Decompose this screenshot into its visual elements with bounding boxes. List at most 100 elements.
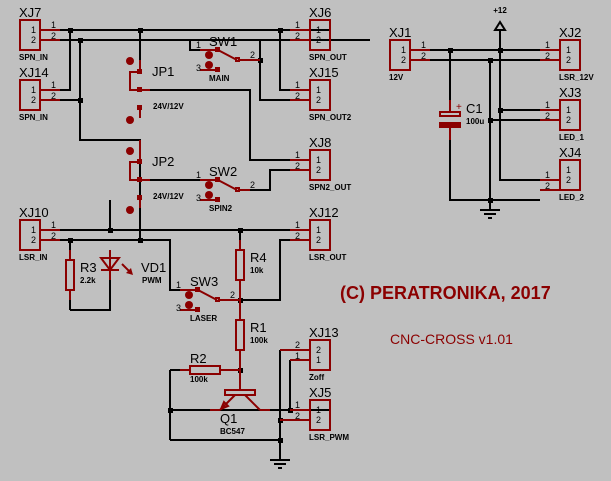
- xj3-value: LED_1: [559, 133, 584, 142]
- ground-symbol-laser: [270, 459, 290, 469]
- svg-text:2: 2: [31, 95, 36, 105]
- xj6-value: SPN_OUT: [309, 53, 347, 62]
- svg-text:2: 2: [51, 231, 56, 241]
- resistor-r1[interactable]: R1 100k: [235, 300, 268, 370]
- connector-xj2[interactable]: 12 12 XJ2 LSR_12V: [540, 25, 594, 82]
- svg-text:1: 1: [196, 40, 201, 50]
- sw3-ref: SW3: [190, 274, 218, 289]
- connector-xj8[interactable]: 12 12 XJ8 SPN2_OUT: [290, 135, 351, 192]
- arrow-down-icon: [205, 191, 213, 199]
- xj1-ref: XJ1: [389, 25, 411, 40]
- connector-xj4[interactable]: 12 12 XJ4 LED_2: [540, 145, 584, 202]
- resistor-r3[interactable]: R3 2.2k: [65, 240, 97, 310]
- svg-text:2: 2: [295, 340, 300, 350]
- wire-xj15-1: [279, 30, 290, 91]
- connector-xj10[interactable]: 12 12 XJ10 LSR_IN: [19, 205, 60, 262]
- svg-text:2: 2: [295, 161, 300, 171]
- svg-text:2: 2: [401, 55, 406, 65]
- c1-polarity: +: [456, 102, 462, 113]
- transistor-q1[interactable]: Q1 BC547: [210, 370, 270, 436]
- svg-text:1: 1: [51, 220, 56, 230]
- jumper-jp1[interactable]: JP1 24V/12V: [126, 57, 184, 124]
- sw1-value: MAIN: [209, 74, 230, 83]
- xj13-value: Zoff: [309, 373, 324, 382]
- power-arrow-icon: [493, 20, 507, 31]
- switch-sw3[interactable]: 123 SW3 LASER: [176, 274, 240, 323]
- svg-text:2: 2: [566, 115, 571, 125]
- xj8-value: SPN2_OUT: [309, 183, 351, 192]
- svg-text:1: 1: [31, 85, 36, 95]
- jumper-jp2[interactable]: JP2 24V/12V: [126, 140, 184, 214]
- svg-text:3: 3: [196, 193, 201, 203]
- xj1-value: 12V: [389, 73, 404, 82]
- svg-text:1: 1: [401, 45, 406, 55]
- svg-text:1: 1: [196, 170, 201, 180]
- svg-text:2: 2: [566, 55, 571, 65]
- r2-ref: R2: [190, 351, 207, 366]
- arrow-up-icon: [205, 51, 213, 59]
- xj13-ref: XJ13: [309, 325, 339, 340]
- svg-text:2: 2: [51, 31, 56, 41]
- capacitor-c1[interactable]: + C1 100u: [439, 100, 484, 140]
- connector-xj12[interactable]: 12 12 XJ12 LSR_OUT: [290, 205, 346, 262]
- svg-text:2: 2: [545, 181, 550, 191]
- svg-text:2: 2: [316, 165, 321, 175]
- wire-sw1-2: [259, 39, 290, 60]
- xj15-value: SPN_OUT2: [309, 113, 352, 122]
- svg-text:2: 2: [250, 180, 255, 190]
- jp2-value: 24V/12V: [153, 192, 184, 201]
- connector-xj14[interactable]: 12 12 XJ14 SPN_IN: [19, 65, 60, 122]
- svg-text:3: 3: [196, 63, 201, 73]
- connector-xj5[interactable]: 12 12 XJ5 LSR_PWM: [280, 385, 349, 442]
- svg-text:1: 1: [316, 225, 321, 235]
- svg-text:2: 2: [316, 235, 321, 245]
- switch-sw2[interactable]: 123 SW2 SPIN2: [196, 164, 255, 213]
- svg-text:1: 1: [545, 40, 550, 50]
- wire-sw2-xj8: [250, 169, 290, 191]
- resistor-r2[interactable]: R2 100k: [170, 351, 240, 384]
- xj3-ref: XJ3: [559, 85, 581, 100]
- svg-text:2: 2: [230, 290, 235, 300]
- c1-ref: C1: [466, 101, 483, 116]
- svg-text:1: 1: [295, 150, 300, 160]
- svg-text:2: 2: [295, 31, 300, 41]
- jp1-ref: JP1: [152, 64, 174, 79]
- connector-xj13[interactable]: 21 21 XJ13 Zoff: [280, 325, 339, 382]
- switch-sw1[interactable]: 123 SW1 MAIN: [196, 34, 260, 83]
- connector-xj6[interactable]: 12 12 XJ6 SPN_OUT: [290, 5, 347, 62]
- arrow-up-icon: [205, 181, 213, 189]
- connector-xj7[interactable]: 12 12 XJ7 SPN_IN: [19, 5, 60, 62]
- jp1-value: 24V/12V: [153, 102, 184, 111]
- svg-text:2: 2: [31, 235, 36, 245]
- power-net-label: +12: [493, 6, 507, 15]
- xj10-ref: XJ10: [19, 205, 49, 220]
- resistor-r4[interactable]: R4 10k: [235, 240, 267, 300]
- sw3-value: LASER: [190, 314, 217, 323]
- xj7-ref: XJ7: [19, 5, 41, 20]
- svg-text:1: 1: [295, 220, 300, 230]
- xj12-ref: XJ12: [309, 205, 339, 220]
- xj10-value: LSR_IN: [19, 253, 48, 262]
- q1-ref: Q1: [220, 411, 237, 426]
- jumper-pad-icon: [126, 116, 134, 124]
- connector-xj15[interactable]: 12 12 XJ15 SPN_OUT2: [290, 65, 352, 122]
- arrow-down-icon: [205, 61, 213, 69]
- svg-text:1: 1: [545, 170, 550, 180]
- connector-xj3[interactable]: 12 12 XJ3 LED_1: [540, 85, 584, 142]
- svg-text:1: 1: [51, 20, 56, 30]
- svg-text:1: 1: [51, 80, 56, 90]
- svg-text:2: 2: [316, 345, 321, 355]
- svg-text:2: 2: [421, 51, 426, 61]
- led-vd1[interactable]: VD1 PWM: [99, 250, 166, 285]
- xj5-ref: XJ5: [309, 385, 331, 400]
- svg-text:1: 1: [566, 45, 571, 55]
- svg-text:1: 1: [316, 25, 321, 35]
- connector-xj1[interactable]: 12 12 XJ1 12V: [389, 25, 430, 82]
- copyright-text: (C) PERATRONIKA, 2017: [340, 283, 551, 303]
- svg-text:1: 1: [295, 351, 300, 361]
- svg-text:1: 1: [176, 280, 181, 290]
- r3-value: 2.2k: [80, 276, 96, 285]
- r1-value: 100k: [250, 336, 268, 345]
- svg-text:2: 2: [566, 175, 571, 185]
